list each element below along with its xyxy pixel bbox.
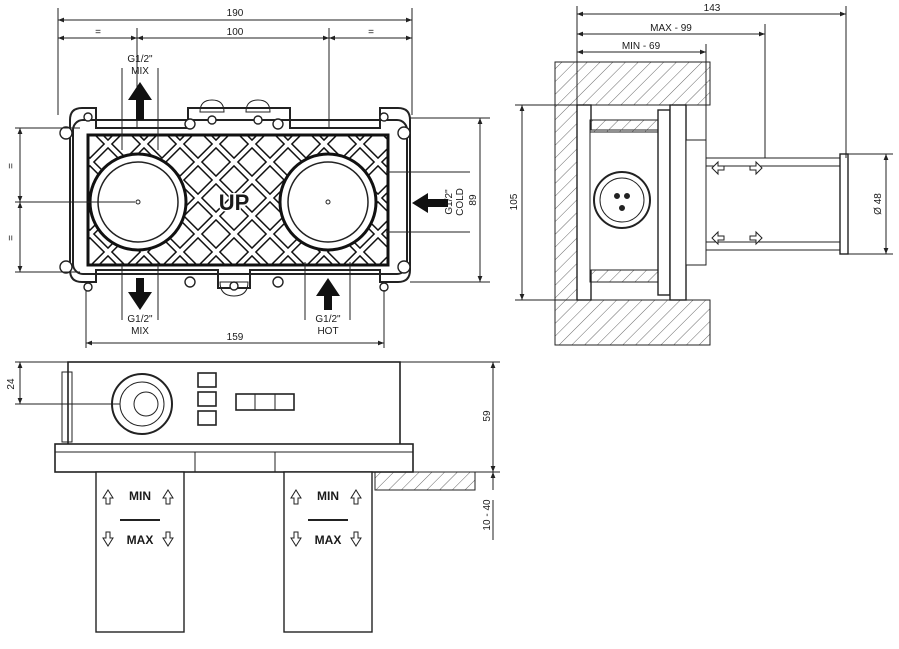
dim-equal-upper: =	[6, 163, 17, 169]
gauge-right-min: MIN	[317, 489, 339, 503]
port-name-bottom-left: MIX	[131, 326, 149, 337]
arrow-down-icon	[128, 278, 152, 310]
gauge-left-max: MAX	[127, 533, 154, 547]
dim-left-height	[15, 127, 135, 273]
side-view-labels: 143 MAX - 99 MIN - 69 105 Ø 48	[509, 3, 884, 215]
front-view	[15, 8, 490, 348]
dim-bottom-width	[85, 68, 385, 348]
outline-arrow-icon	[350, 531, 362, 547]
gauge-outline-arrows	[102, 489, 362, 547]
dim-max-99: MAX - 99	[650, 23, 692, 34]
dim-105: 105	[509, 193, 520, 210]
arrow-left-icon	[412, 193, 448, 213]
gauge-right-max: MAX	[315, 533, 342, 547]
dim-overall-width	[57, 8, 413, 115]
mounting-screws	[59, 112, 411, 292]
front-view-labels: 190 100 = = G1/2" MIX G1/2" MIX G1/2" HO…	[6, 8, 479, 343]
dim-diameter-48: Ø 48	[873, 193, 884, 215]
dim-10-40: 10 - 40	[482, 499, 493, 531]
bottom-view-labels: 24 59 10 - 40 MIN MAX MIN MAX	[6, 378, 493, 547]
mixing-port-circle-right	[278, 152, 378, 252]
gauge-left-min: MIN	[129, 489, 151, 503]
side-view	[515, 6, 893, 346]
dim-89: 89	[468, 194, 479, 206]
arrow-up-icon	[128, 82, 152, 120]
outline-arrow-icon	[290, 489, 302, 505]
port-thread-bottom-right: G1/2"	[315, 314, 341, 325]
dim-24: 24	[6, 378, 17, 390]
dim-equal-left: =	[95, 27, 101, 38]
dim-143: 143	[704, 3, 721, 14]
outline-arrow-icon	[162, 531, 174, 547]
dim-59: 59	[482, 410, 493, 422]
dim-right-height	[386, 117, 490, 283]
port-thread-top-left: G1/2"	[127, 54, 153, 65]
port-thread-bottom-left: G1/2"	[127, 314, 153, 325]
outline-arrow-icon	[102, 531, 114, 547]
dim-equal-lower: =	[6, 235, 17, 241]
dim-190: 190	[227, 8, 244, 19]
bottom-view	[15, 361, 500, 633]
outline-arrow-icon	[162, 489, 174, 505]
port-name-bottom-right: HOT	[317, 326, 338, 337]
outline-arrow-icon	[711, 160, 763, 246]
outline-arrow-icon	[350, 489, 362, 505]
up-marking: UP	[219, 190, 250, 215]
outline-arrow-icon	[290, 531, 302, 547]
arrow-up-icon	[316, 278, 340, 310]
flow-arrows	[128, 82, 448, 310]
dim-min-69: MIN - 69	[622, 41, 661, 52]
dim-159: 159	[227, 332, 244, 343]
outline-arrow-icon	[102, 489, 114, 505]
dim-100: 100	[227, 27, 244, 38]
port-thread-right: G1/2"	[444, 189, 455, 215]
dim-equal-right: =	[368, 27, 374, 38]
port-name-right: COLD	[455, 188, 466, 216]
port-name-top-left: MIX	[131, 66, 149, 77]
